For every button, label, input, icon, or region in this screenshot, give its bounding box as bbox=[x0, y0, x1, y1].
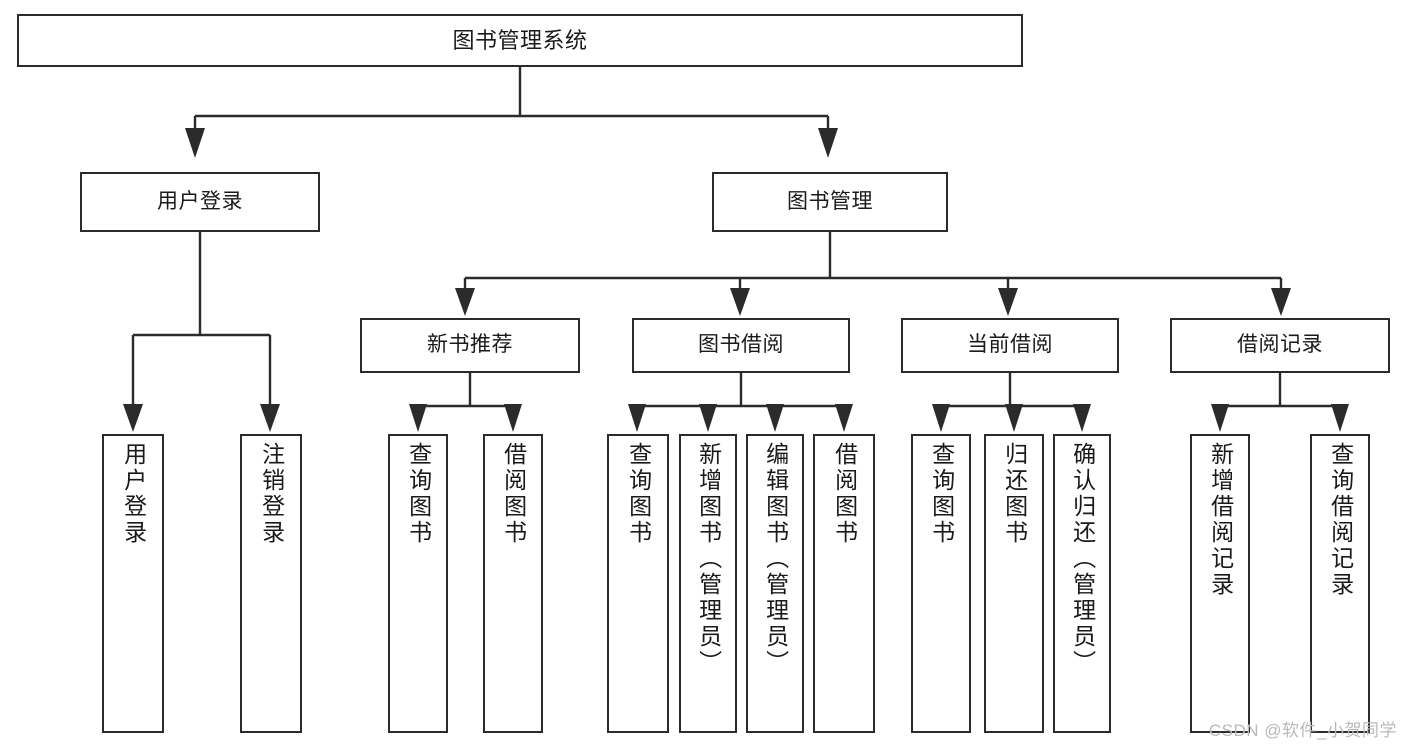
node-current-borrow-label: 当前借阅 bbox=[967, 333, 1053, 357]
node-leaf-return-book-label: 归还图书 bbox=[1001, 442, 1028, 546]
node-leaf-borrow-book-1[interactable]: 借阅图书 bbox=[483, 434, 543, 733]
node-root[interactable]: 图书管理系统 bbox=[17, 14, 1023, 67]
node-leaf-borrow-book-1-label: 借阅图书 bbox=[500, 442, 527, 546]
node-user-login-label: 用户登录 bbox=[157, 189, 243, 213]
node-root-label: 图书管理系统 bbox=[452, 27, 588, 53]
node-new-book-recommend-label: 新书推荐 bbox=[427, 333, 513, 357]
node-leaf-edit-book-label: 编辑图书（管理员） bbox=[762, 442, 789, 676]
node-leaf-query-record-label: 查询借阅记录 bbox=[1327, 442, 1354, 598]
node-borrow-record[interactable]: 借阅记录 bbox=[1170, 318, 1390, 373]
node-leaf-add-record-label: 新增借阅记录 bbox=[1207, 442, 1234, 598]
node-leaf-borrow-book-2[interactable]: 借阅图书 bbox=[813, 434, 875, 733]
node-current-borrow[interactable]: 当前借阅 bbox=[901, 318, 1119, 373]
node-leaf-user-login-label: 用户登录 bbox=[120, 442, 147, 546]
node-book-borrow[interactable]: 图书借阅 bbox=[632, 318, 850, 373]
node-leaf-query-book-3[interactable]: 查询图书 bbox=[911, 434, 971, 733]
node-leaf-edit-book[interactable]: 编辑图书（管理员） bbox=[746, 434, 804, 733]
node-leaf-logout[interactable]: 注销登录 bbox=[240, 434, 302, 733]
node-book-manage-label: 图书管理 bbox=[787, 189, 873, 213]
node-borrow-record-label: 借阅记录 bbox=[1237, 333, 1323, 357]
node-new-book-recommend[interactable]: 新书推荐 bbox=[360, 318, 580, 373]
node-leaf-query-record[interactable]: 查询借阅记录 bbox=[1310, 434, 1370, 733]
node-leaf-query-book-1-label: 查询图书 bbox=[405, 442, 432, 546]
node-book-borrow-label: 图书借阅 bbox=[698, 333, 784, 357]
node-leaf-add-record[interactable]: 新增借阅记录 bbox=[1190, 434, 1250, 733]
node-leaf-query-book-3-label: 查询图书 bbox=[928, 442, 955, 546]
node-leaf-confirm-return-label: 确认归还（管理员） bbox=[1069, 442, 1096, 676]
node-leaf-user-login[interactable]: 用户登录 bbox=[102, 434, 164, 733]
node-leaf-return-book[interactable]: 归还图书 bbox=[984, 434, 1044, 733]
node-leaf-query-book-2-label: 查询图书 bbox=[625, 442, 652, 546]
node-user-login[interactable]: 用户登录 bbox=[80, 172, 320, 232]
node-leaf-query-book-2[interactable]: 查询图书 bbox=[607, 434, 669, 733]
node-leaf-query-book-1[interactable]: 查询图书 bbox=[388, 434, 448, 733]
node-leaf-confirm-return[interactable]: 确认归还（管理员） bbox=[1053, 434, 1111, 733]
node-leaf-add-book[interactable]: 新增图书（管理员） bbox=[679, 434, 737, 733]
node-book-manage[interactable]: 图书管理 bbox=[712, 172, 948, 232]
watermark: CSDN @软件_小贺同学 bbox=[1208, 721, 1397, 740]
node-leaf-borrow-book-2-label: 借阅图书 bbox=[831, 442, 858, 546]
node-leaf-add-book-label: 新增图书（管理员） bbox=[695, 442, 722, 676]
node-leaf-logout-label: 注销登录 bbox=[258, 442, 285, 546]
